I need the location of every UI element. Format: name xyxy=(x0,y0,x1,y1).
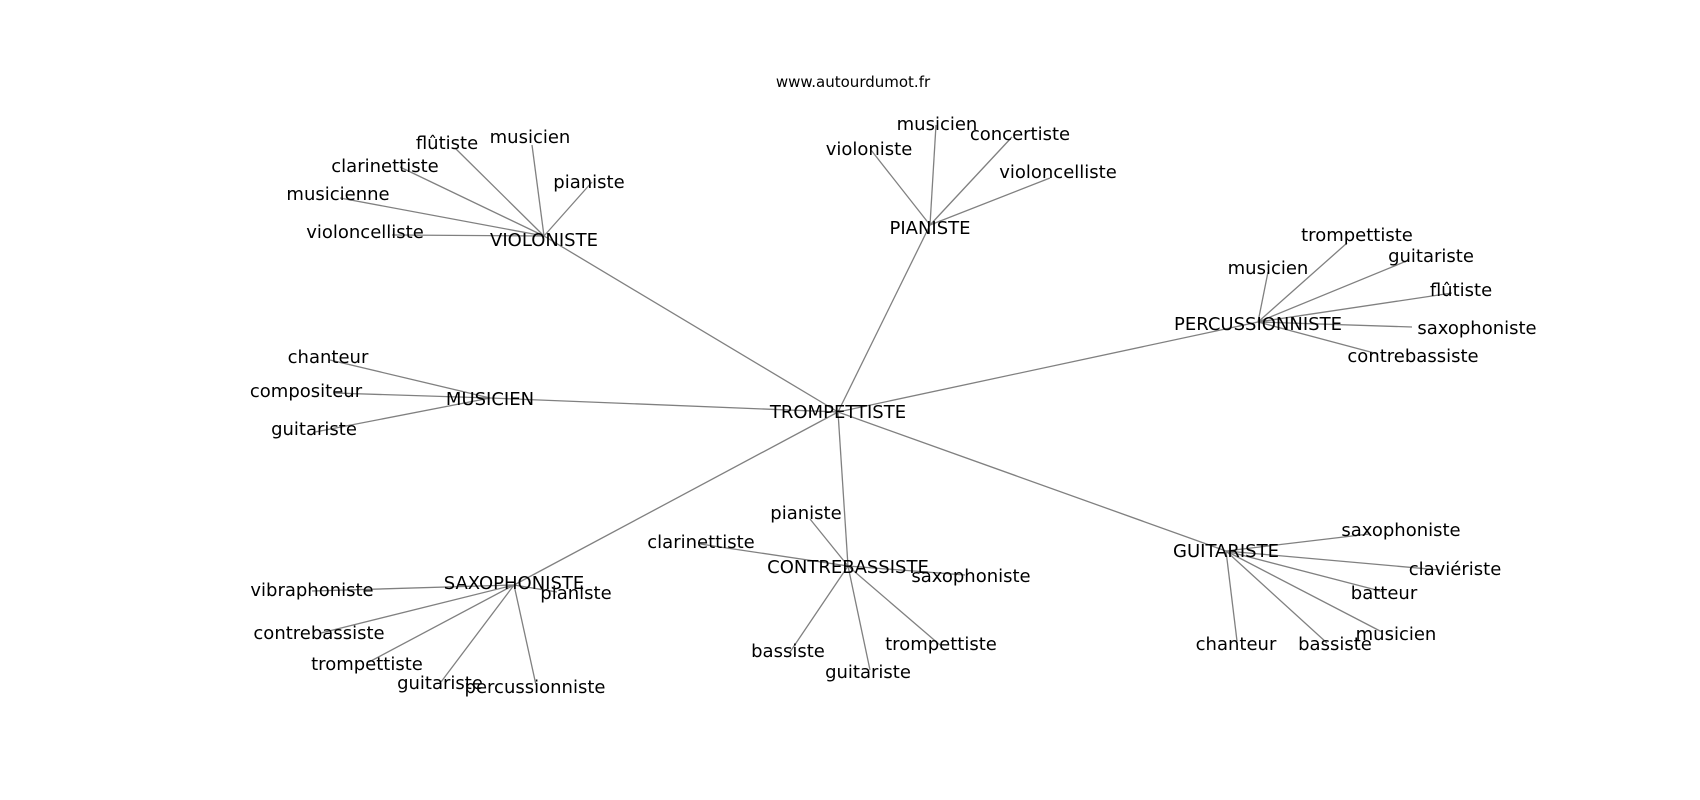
leaf-node-contrebassiste-guitariste[interactable]: guitariste xyxy=(825,662,911,683)
hub-node-pianiste[interactable]: PIANISTE xyxy=(889,218,970,239)
edge-center-contrebassiste xyxy=(837,411,849,567)
edge-violoniste-pianiste xyxy=(543,181,593,237)
leaf-node-percussionniste-flutiste[interactable]: flûtiste xyxy=(1430,280,1492,301)
leaf-node-musicien-compositeur[interactable]: compositeur xyxy=(250,381,363,402)
leaf-node-guitariste-chanteur[interactable]: chanteur xyxy=(1196,634,1277,655)
edge-guitariste-musicien xyxy=(1225,550,1383,633)
leaf-node-percussionniste-guitariste[interactable]: guitariste xyxy=(1388,246,1474,267)
edge-saxophoniste-pianiste xyxy=(513,584,558,593)
edge-violoniste-musicien xyxy=(531,144,545,237)
edge-center-percussionniste xyxy=(837,321,1259,413)
edge-guitariste-bassiste xyxy=(1225,550,1328,644)
leaf-node-pianiste-concertiste[interactable]: concertiste xyxy=(970,124,1070,145)
leaf-node-saxophoniste-percussionniste[interactable]: percussionniste xyxy=(465,677,606,698)
edge-guitariste-saxophoniste xyxy=(1225,533,1370,552)
edge-contrebassiste-bassiste xyxy=(789,565,849,653)
edge-musicien-chanteur xyxy=(329,359,491,399)
leaf-node-contrebassiste-pianiste[interactable]: pianiste xyxy=(770,503,841,524)
edge-saxophoniste-guitariste xyxy=(440,584,515,683)
edge-percussionniste-flutiste xyxy=(1257,292,1453,323)
leaf-node-violoniste-clarinettiste[interactable]: clarinettiste xyxy=(331,156,438,177)
edge-saxophoniste-contrebassiste xyxy=(320,584,515,634)
edge-saxophoniste-vibraphoniste xyxy=(311,584,515,592)
graph-edges xyxy=(311,124,1453,686)
leaf-node-saxophoniste-contrebassiste[interactable]: contrebassiste xyxy=(253,623,384,644)
edge-contrebassiste-clarinettiste xyxy=(699,543,849,567)
hub-node-musicien[interactable]: MUSICIEN xyxy=(446,389,534,410)
hub-node-saxophoniste[interactable]: SAXOPHONISTE xyxy=(444,573,585,594)
leaf-node-percussionniste-contrebassiste[interactable]: contrebassiste xyxy=(1347,346,1478,367)
leaf-node-violoniste-musicien[interactable]: musicien xyxy=(490,127,571,148)
edge-center-guitariste xyxy=(837,411,1227,552)
hub-node-violoniste[interactable]: VIOLONISTE xyxy=(490,230,598,251)
edge-percussionniste-musicien xyxy=(1257,271,1269,323)
edge-center-musicien xyxy=(489,397,839,413)
edge-pianiste-violoniste xyxy=(870,149,931,226)
hub-node-guitariste[interactable]: GUITARISTE xyxy=(1173,541,1279,562)
leaf-node-guitariste-clavieriste[interactable]: claviériste xyxy=(1409,559,1502,580)
leaf-node-saxophoniste-trompettiste[interactable]: trompettiste xyxy=(311,654,423,675)
edge-violoniste-musicienne xyxy=(339,197,545,237)
leaf-node-contrebassiste-clarinettiste[interactable]: clarinettiste xyxy=(647,532,754,553)
edge-violoniste-clarinettiste xyxy=(399,166,545,237)
leaf-node-saxophoniste-vibraphoniste[interactable]: vibraphoniste xyxy=(250,580,373,601)
leaf-node-violoniste-musicienne[interactable]: musicienne xyxy=(286,184,389,205)
edge-saxophoniste-percussionniste xyxy=(513,584,537,686)
edge-contrebassiste-trompettiste xyxy=(847,565,941,646)
edge-guitariste-clavieriste xyxy=(1225,550,1441,571)
edge-guitariste-chanteur xyxy=(1225,550,1238,642)
leaf-node-saxophoniste-pianiste[interactable]: pianiste xyxy=(540,583,611,604)
edge-musicien-guitariste xyxy=(314,397,491,433)
hub-node-percussionniste[interactable]: PERCUSSIONNISTE xyxy=(1174,314,1342,335)
hub-node-contrebassiste[interactable]: CONTREBASSISTE xyxy=(767,557,929,578)
leaf-node-contrebassiste-saxophoniste[interactable]: saxophoniste xyxy=(911,566,1030,587)
leaf-node-percussionniste-musicien[interactable]: musicien xyxy=(1228,258,1309,279)
leaf-node-pianiste-violoniste[interactable]: violoniste xyxy=(826,139,913,160)
edge-saxophoniste-trompettiste xyxy=(368,584,515,663)
leaf-node-guitariste-bassiste[interactable]: bassiste xyxy=(1298,634,1372,655)
edge-contrebassiste-saxophoniste xyxy=(847,565,966,576)
center-node-label[interactable]: TROMPETTISTE xyxy=(769,402,906,423)
leaf-node-musicien-chanteur[interactable]: chanteur xyxy=(288,347,369,368)
edge-pianiste-violoncelliste xyxy=(929,177,1051,226)
edge-contrebassiste-guitariste xyxy=(847,565,871,671)
edge-musicien-compositeur xyxy=(333,392,491,399)
edge-percussionniste-saxophoniste xyxy=(1257,321,1413,328)
edge-center-violoniste xyxy=(543,235,839,413)
edge-violoniste-violoncelliste xyxy=(391,234,545,237)
edge-center-saxophoniste xyxy=(513,411,839,586)
graph-labels: TROMPETTISTEVIOLONISTEmusicienflûtistecl… xyxy=(250,114,1537,698)
site-url[interactable]: www.autourdumot.fr xyxy=(776,73,931,91)
leaf-node-violoniste-violoncelliste[interactable]: violoncelliste xyxy=(306,222,424,243)
leaf-node-guitariste-batteur[interactable]: batteur xyxy=(1351,583,1418,604)
leaf-node-contrebassiste-trompettiste[interactable]: trompettiste xyxy=(885,634,997,655)
edge-contrebassiste-pianiste xyxy=(809,518,849,567)
edge-percussionniste-trompettiste xyxy=(1257,242,1348,323)
leaf-node-percussionniste-saxophoniste[interactable]: saxophoniste xyxy=(1417,318,1536,339)
leaf-node-contrebassiste-bassiste[interactable]: bassiste xyxy=(751,641,825,662)
leaf-node-guitariste-musicien[interactable]: musicien xyxy=(1356,624,1437,645)
leaf-node-percussionniste-trompettiste[interactable]: trompettiste xyxy=(1301,225,1413,246)
edge-violoniste-flutiste xyxy=(454,147,545,237)
edge-percussionniste-contrebassiste xyxy=(1257,321,1379,355)
edge-pianiste-concertiste xyxy=(929,136,1013,226)
leaf-node-musicien-guitariste[interactable]: guitariste xyxy=(271,419,357,440)
edge-pianiste-musicien xyxy=(929,124,937,226)
edge-center-pianiste xyxy=(837,224,931,413)
edge-guitariste-batteur xyxy=(1225,550,1385,593)
leaf-node-guitariste-saxophoniste[interactable]: saxophoniste xyxy=(1341,520,1460,541)
leaf-node-pianiste-violoncelliste[interactable]: violoncelliste xyxy=(999,162,1117,183)
edge-percussionniste-guitariste xyxy=(1257,259,1410,323)
leaf-node-pianiste-musicien[interactable]: musicien xyxy=(897,114,978,135)
leaf-node-violoniste-flutiste[interactable]: flûtiste xyxy=(416,133,478,154)
leaf-node-violoniste-pianiste[interactable]: pianiste xyxy=(553,172,624,193)
leaf-node-saxophoniste-guitariste[interactable]: guitariste xyxy=(397,673,483,694)
